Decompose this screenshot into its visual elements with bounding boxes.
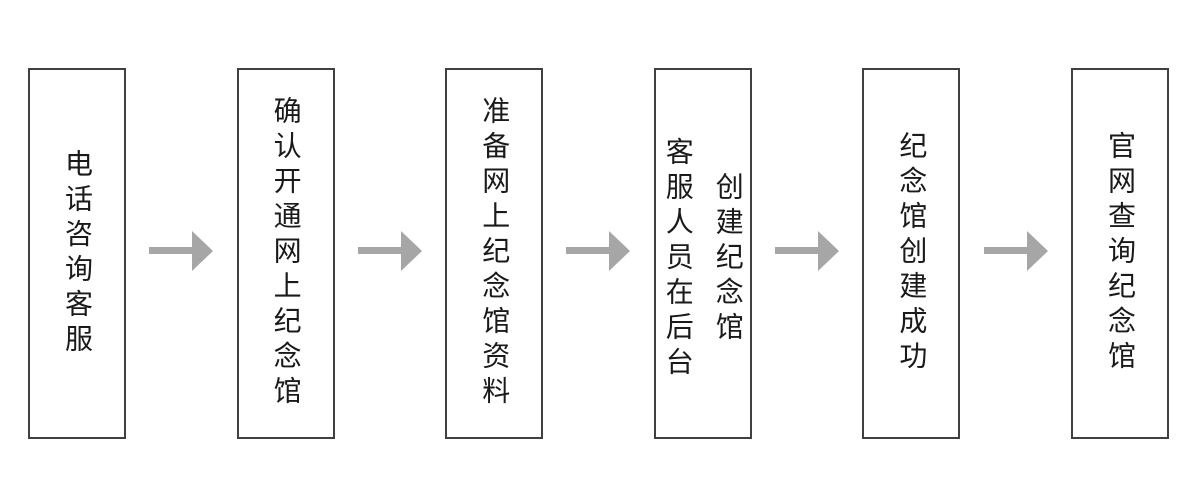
flow-connector-3: [543, 68, 654, 439]
flow-step-label: 客服人员在后台 创建纪念馆: [662, 137, 744, 382]
flowchart: 电话咨询客服 确认开通网上纪念馆 准备网上纪念馆资料: [28, 68, 1169, 439]
flow-step-query-website: 官网查询纪念馆: [1070, 68, 1169, 439]
flow-connector-2: [335, 68, 446, 439]
arrow-right-icon: [566, 230, 631, 271]
flow-step-label: 确认开通网上纪念馆: [270, 96, 302, 411]
flow-step-label: 电话咨询客服: [62, 148, 93, 359]
arrow-head: [400, 230, 422, 271]
flow-step-label: 准备网上纪念馆资料: [479, 96, 511, 411]
arrow-shaft: [775, 247, 819, 254]
arrow-shaft: [983, 247, 1027, 254]
flow-step-confirm-open: 确认开通网上纪念馆: [236, 68, 335, 439]
flow-step-label: 官网查询纪念馆: [1104, 131, 1136, 376]
flow-connector-4: [752, 68, 863, 439]
flow-step-staff-create: 客服人员在后台 创建纪念馆: [653, 68, 752, 439]
arrow-right-icon: [149, 230, 214, 271]
flow-step-prepare-materials: 准备网上纪念馆资料: [445, 68, 544, 439]
flow-connector-1: [126, 68, 237, 439]
arrow-right-icon: [775, 230, 840, 271]
arrow-shaft: [149, 247, 193, 254]
arrow-right-icon: [983, 230, 1048, 271]
flow-step-phone-consult: 电话咨询客服: [28, 68, 126, 439]
arrow-head: [609, 230, 631, 271]
arrow-right-icon: [357, 230, 422, 271]
arrow-shaft: [357, 247, 401, 254]
flow-step-label: 纪念馆创建成功: [896, 131, 928, 376]
flow-connector-5: [960, 68, 1071, 439]
flow-step-create-success: 纪念馆创建成功: [862, 68, 961, 439]
arrow-head: [1026, 230, 1048, 271]
arrow-head: [818, 230, 840, 271]
arrow-head: [192, 230, 214, 271]
arrow-shaft: [566, 247, 610, 254]
